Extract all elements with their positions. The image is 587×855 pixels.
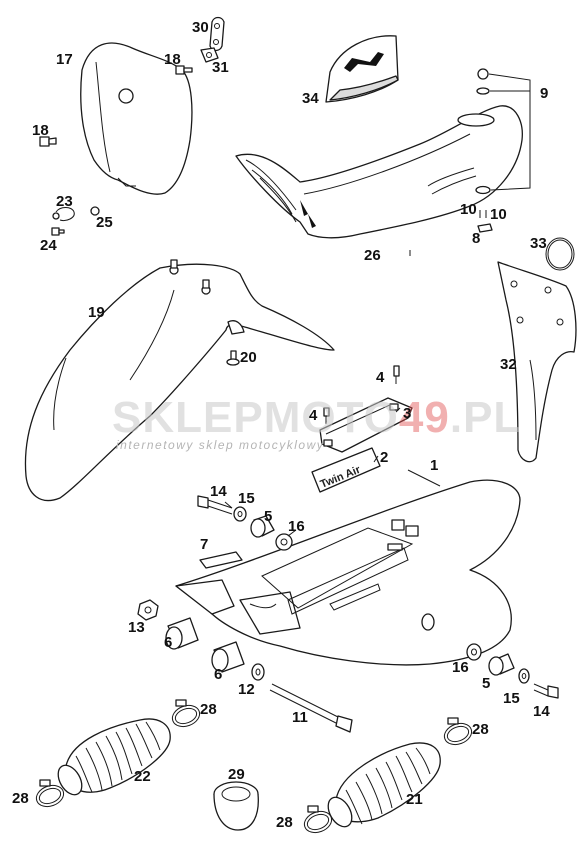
filter-decal-plate: Twin Air <box>311 447 381 493</box>
intake-boot-right <box>327 742 441 828</box>
callout-label-2: 2 <box>380 449 388 466</box>
callout-label-22: 22 <box>134 768 151 785</box>
seat-latch <box>477 210 493 233</box>
watermark-brand-right: .PL <box>450 393 521 442</box>
washer <box>251 663 265 681</box>
hose-clamp <box>35 779 65 808</box>
watermark: SKLEPMOTO49.PL internetowy sklep motocyk… <box>112 393 521 452</box>
callout-label-14: 14 <box>210 483 227 500</box>
watermark-brand-left: SKLEPMOTO <box>112 393 399 442</box>
callout-label-34: 34 <box>302 90 319 107</box>
callout-label-25: 25 <box>96 214 113 231</box>
callout-label-10: 10 <box>490 206 507 223</box>
spacer-sleeve <box>211 641 245 673</box>
callout-label-31: 31 <box>212 59 229 76</box>
callout-label-1: 1 <box>430 457 438 474</box>
callout-label-20: 20 <box>240 349 257 366</box>
callout-label-21: 21 <box>406 791 423 808</box>
callout-label-4: 4 <box>376 369 385 386</box>
callout-label-30: 30 <box>192 19 209 36</box>
retaining-strap <box>52 207 75 221</box>
long-bolt <box>269 683 353 733</box>
callout-label-4: 4 <box>309 407 318 424</box>
callout-label-12: 12 <box>238 681 255 698</box>
ktm-logo-mark <box>344 52 384 72</box>
watermark-tagline: internetowy sklep motocyklowy <box>116 438 324 452</box>
callout-label-26: 26 <box>364 247 381 264</box>
callout-label-18: 18 <box>164 51 181 68</box>
callout-label-15: 15 <box>238 490 255 507</box>
callout-label-29: 29 <box>228 766 245 783</box>
leader-lines <box>224 407 441 537</box>
spacer-sleeve <box>165 617 199 650</box>
callout-label-23: 23 <box>56 193 73 210</box>
callout-labels: 1 2 3 4 4 5 5 6 6 7 8 9 10 10 11 12 13 1… <box>12 19 550 831</box>
nut <box>275 533 293 551</box>
front-number-plate <box>80 42 193 195</box>
callout-label-13: 13 <box>128 619 145 636</box>
watermark-brand-red: 49 <box>399 393 450 442</box>
callout-label-28: 28 <box>12 790 29 807</box>
nut <box>466 643 482 661</box>
callout-label-17: 17 <box>56 51 73 68</box>
callout-label-5: 5 <box>482 675 490 692</box>
callout-label-28: 28 <box>472 721 489 738</box>
bolt <box>533 683 559 699</box>
callout-label-6: 6 <box>164 634 172 651</box>
callout-label-11: 11 <box>292 709 308 726</box>
rubber-buffer <box>475 68 531 195</box>
bolt <box>197 495 233 515</box>
front-fender <box>24 259 335 502</box>
callout-label-24: 24 <box>40 237 57 254</box>
washer <box>233 506 247 522</box>
nut <box>137 599 159 621</box>
rubber-sleeve <box>213 781 259 831</box>
nut <box>90 206 100 216</box>
spacer-bushing <box>250 515 275 538</box>
airbox-cover <box>319 397 413 453</box>
hose-clamp <box>171 699 201 728</box>
callout-label-18: 18 <box>32 122 49 139</box>
screw <box>393 365 400 384</box>
hose-clamp <box>303 805 333 834</box>
screw <box>51 227 65 236</box>
screw <box>226 350 240 366</box>
callout-label-3: 3 <box>403 405 411 422</box>
callout-label-6: 6 <box>214 666 222 683</box>
callout-label-19: 19 <box>88 304 105 321</box>
rear-fender-assembly <box>175 479 521 666</box>
clip-nut <box>200 47 219 63</box>
callout-label-28: 28 <box>276 814 293 831</box>
screw <box>39 136 57 147</box>
screw <box>323 407 330 424</box>
small-decal <box>199 551 243 569</box>
callout-label-32: 32 <box>500 356 517 373</box>
hose-clamp <box>443 717 473 746</box>
callout-label-28: 28 <box>200 701 217 718</box>
spacer-bushing <box>488 653 515 676</box>
callout-label-33: 33 <box>530 235 547 252</box>
callout-label-5: 5 <box>264 508 272 525</box>
callout-label-10: 10 <box>460 201 477 218</box>
intake-boot-left <box>57 718 171 796</box>
washer <box>518 668 530 684</box>
seat <box>235 105 523 256</box>
callout-label-9: 9 <box>540 85 548 102</box>
clamp-ring <box>545 237 575 271</box>
mounting-bracket <box>209 16 225 52</box>
callout-label-8: 8 <box>472 230 480 247</box>
ktm-decal <box>325 35 399 103</box>
callout-label-16: 16 <box>452 659 469 676</box>
watermark-brand: SKLEPMOTO49.PL <box>112 393 521 442</box>
mud-flap <box>497 261 577 463</box>
screw <box>175 65 193 75</box>
callout-label-15: 15 <box>503 690 520 707</box>
callout-label-16: 16 <box>288 518 305 535</box>
callout-label-7: 7 <box>200 536 208 553</box>
callout-label-14: 14 <box>533 703 550 720</box>
